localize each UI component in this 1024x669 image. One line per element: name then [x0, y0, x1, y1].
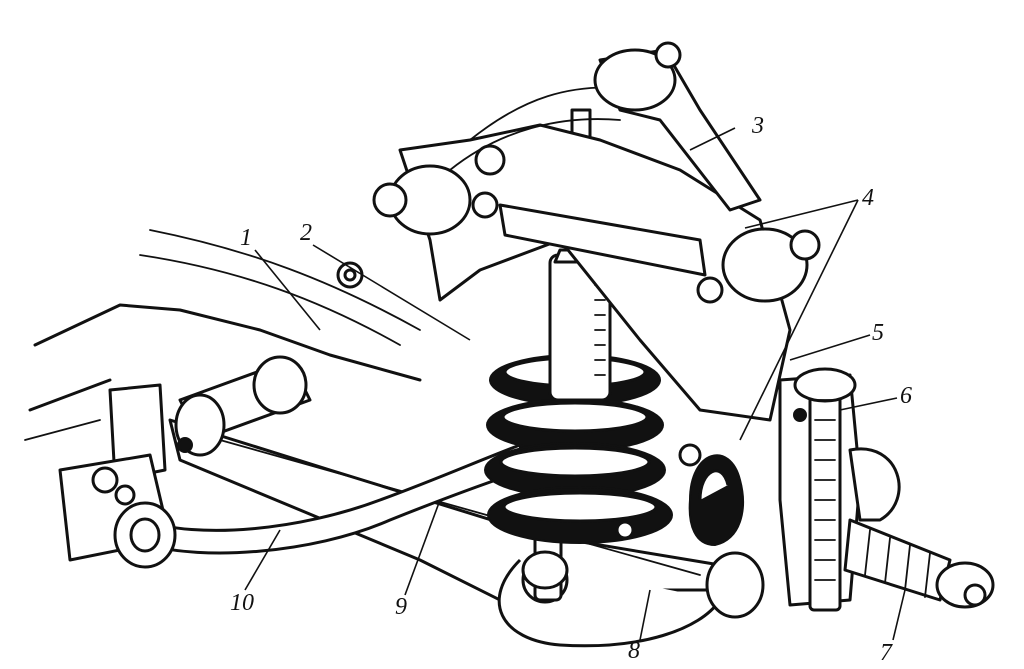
leader-lines	[244, 127, 906, 641]
upper-control-arm	[498, 41, 821, 304]
callout-3: 3	[751, 113, 764, 139]
bolt-hole	[343, 268, 357, 282]
callout-10: 10	[230, 590, 254, 616]
callout-2: 2	[300, 220, 312, 246]
callout-1: 1	[240, 225, 252, 251]
upper-bracket	[372, 86, 792, 422]
callout-6: 6	[900, 383, 912, 409]
pivot-bushing	[174, 355, 312, 457]
fender-outline	[24, 229, 422, 441]
wheel-spindle	[843, 518, 995, 609]
callout-5: 5	[872, 320, 884, 346]
callout-7: 7	[880, 640, 893, 666]
callout-9: 9	[395, 594, 407, 620]
frame-rail	[58, 383, 172, 562]
callout-8: 8	[628, 638, 640, 664]
callout-4: 4	[862, 185, 874, 211]
rubber-buffer	[615, 443, 744, 547]
steering-knuckle	[778, 367, 901, 612]
